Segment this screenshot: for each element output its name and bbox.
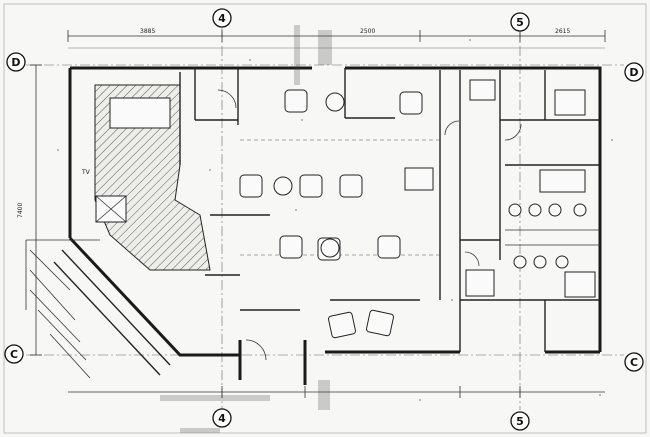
dim-top-1: 3885 (140, 28, 155, 35)
left-dimension-chain: 7400 (17, 64, 42, 356)
lounge-sofa (109, 97, 171, 129)
grid-axes (26, 28, 624, 410)
grid-marker-top-5: 5 (510, 12, 530, 32)
grid-marker-bottom-5: 5 (510, 411, 530, 431)
furniture-tables (273, 92, 586, 258)
scan-noise (57, 25, 613, 433)
sheet-frame (3, 3, 647, 434)
grid-marker-left-d: D (6, 52, 26, 72)
grid-label-left-c: C (10, 348, 18, 361)
grid-marker-left-c: C (4, 344, 24, 364)
grid-label-right-c: C (630, 356, 638, 369)
grid-label-top-5: 5 (516, 16, 524, 29)
grid-label-left-d: D (11, 56, 20, 69)
grid-label-bottom-5: 5 (516, 415, 524, 428)
counter-block (404, 167, 434, 191)
bottom-dimension-chain (68, 386, 605, 398)
dim-top-3: 2615 (555, 28, 570, 35)
grid-marker-right-d: D (624, 62, 644, 82)
grid-label-top-4: 4 (218, 12, 226, 25)
grid-marker-right-c: C (624, 352, 644, 372)
angled-entrance-wall (25, 236, 240, 379)
grid-marker-bottom-4: 4 (212, 408, 232, 428)
service-area-fixtures (465, 79, 600, 298)
furniture-chairs (239, 89, 423, 339)
dim-top-2: 2500 (360, 28, 375, 35)
dim-left-1: 7400 (17, 203, 24, 218)
grid-label-right-d: D (629, 66, 638, 79)
grid-label-bottom-4: 4 (218, 412, 226, 425)
door-swings (217, 89, 522, 361)
outer-walls (68, 66, 602, 385)
top-dimension-chain: 3885 2500 2615 (67, 28, 606, 49)
tv-label: TV (81, 169, 91, 176)
grid-marker-top-4: 4 (212, 8, 232, 28)
